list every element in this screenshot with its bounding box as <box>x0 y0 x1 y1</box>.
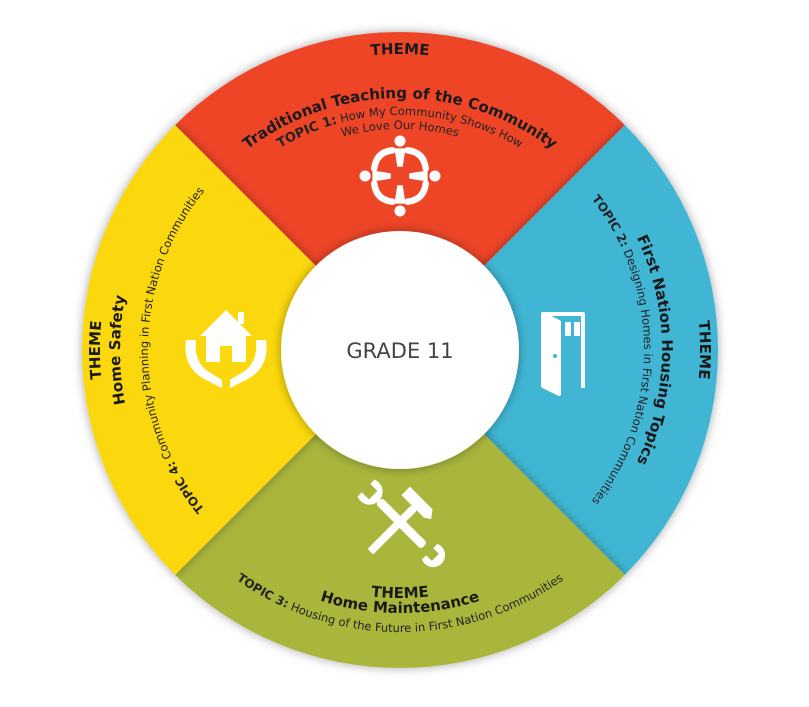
house-in-hands-icon <box>185 310 267 388</box>
center-label: GRADE 11 <box>346 339 453 363</box>
left-theme-label: THEME <box>86 320 105 380</box>
left-theme-title: Home Safety <box>106 293 129 406</box>
segment-bottom-wedge <box>175 350 625 668</box>
community-people-icon <box>359 135 441 217</box>
door-icon <box>541 312 585 396</box>
center-circle <box>281 231 519 469</box>
right-theme-label: THEME <box>695 320 714 380</box>
top-theme-label: THEME <box>370 40 430 59</box>
hammer-wrench-icon <box>357 479 446 568</box>
bottom-theme-label: THEME <box>371 582 430 602</box>
